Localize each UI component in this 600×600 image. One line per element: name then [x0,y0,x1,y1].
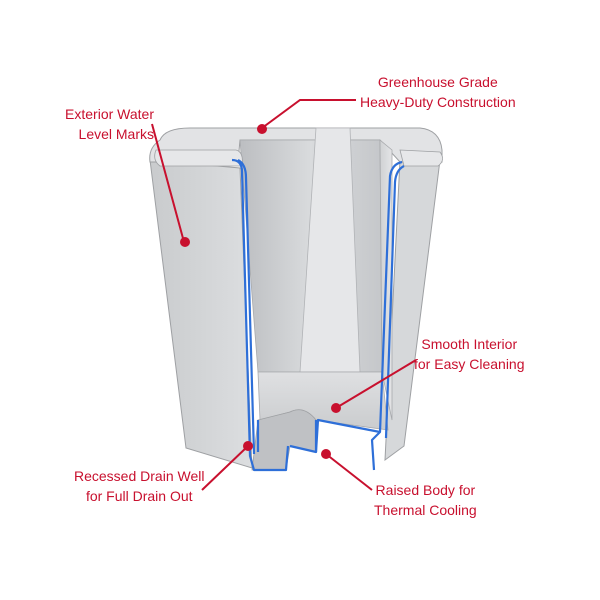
dot-drain-well [243,441,253,451]
leader-greenhouse [261,99,356,129]
dot-raised-body [321,449,331,459]
drain-well [251,409,317,471]
callout-drain-well-line2: for Full Drain Out [85,488,193,504]
callout-greenhouse-line2: Heavy-Duty Construction [360,94,516,110]
leader-lines [151,99,417,491]
callout-smooth-line2: for Easy Cleaning [414,356,525,372]
dot-water-marks [180,237,190,247]
right-cut-edge-inner [384,165,405,439]
callout-smooth-line1: Smooth Interior [421,336,518,352]
callout-greenhouse-line1: Greenhouse Grade [377,74,498,90]
callout-drain-well-line1: Recessed Drain Well [74,468,205,484]
callout-raised-body-line1: Raised Body for [375,482,476,498]
leader-smooth [335,359,417,409]
callout-raised-body-line2: Thermal Cooling [374,502,477,518]
left-cut-edge-inner [237,159,256,455]
callout-water-marks: Exterior Water Level Marks [64,104,154,144]
bottom-right-cut [314,418,381,453]
callout-raised-body: Raised Body for Thermal Cooling [374,480,477,520]
callout-dots [180,124,341,459]
cut-edges [231,158,405,472]
callout-drain-well: Recessed Drain Well for Full Drain Out [74,466,204,506]
leader-water-marks [151,123,185,243]
callout-water-marks-line2: Level Marks [78,126,154,142]
leader-raised-body [325,453,373,491]
callout-greenhouse: Greenhouse Grade Heavy-Duty Construction [360,72,516,112]
callout-smooth: Smooth Interior for Easy Cleaning [414,334,525,374]
right-rim-lip [399,149,443,167]
callout-water-marks-line1: Exterior Water [65,106,154,122]
left-cut-edge [231,158,290,472]
dot-greenhouse [257,124,267,134]
leader-drain-well [201,445,249,491]
outer-left-wall [149,159,253,469]
right-cut-edge [370,160,403,471]
dot-smooth [331,403,341,413]
left-rim-lip [154,149,243,167]
